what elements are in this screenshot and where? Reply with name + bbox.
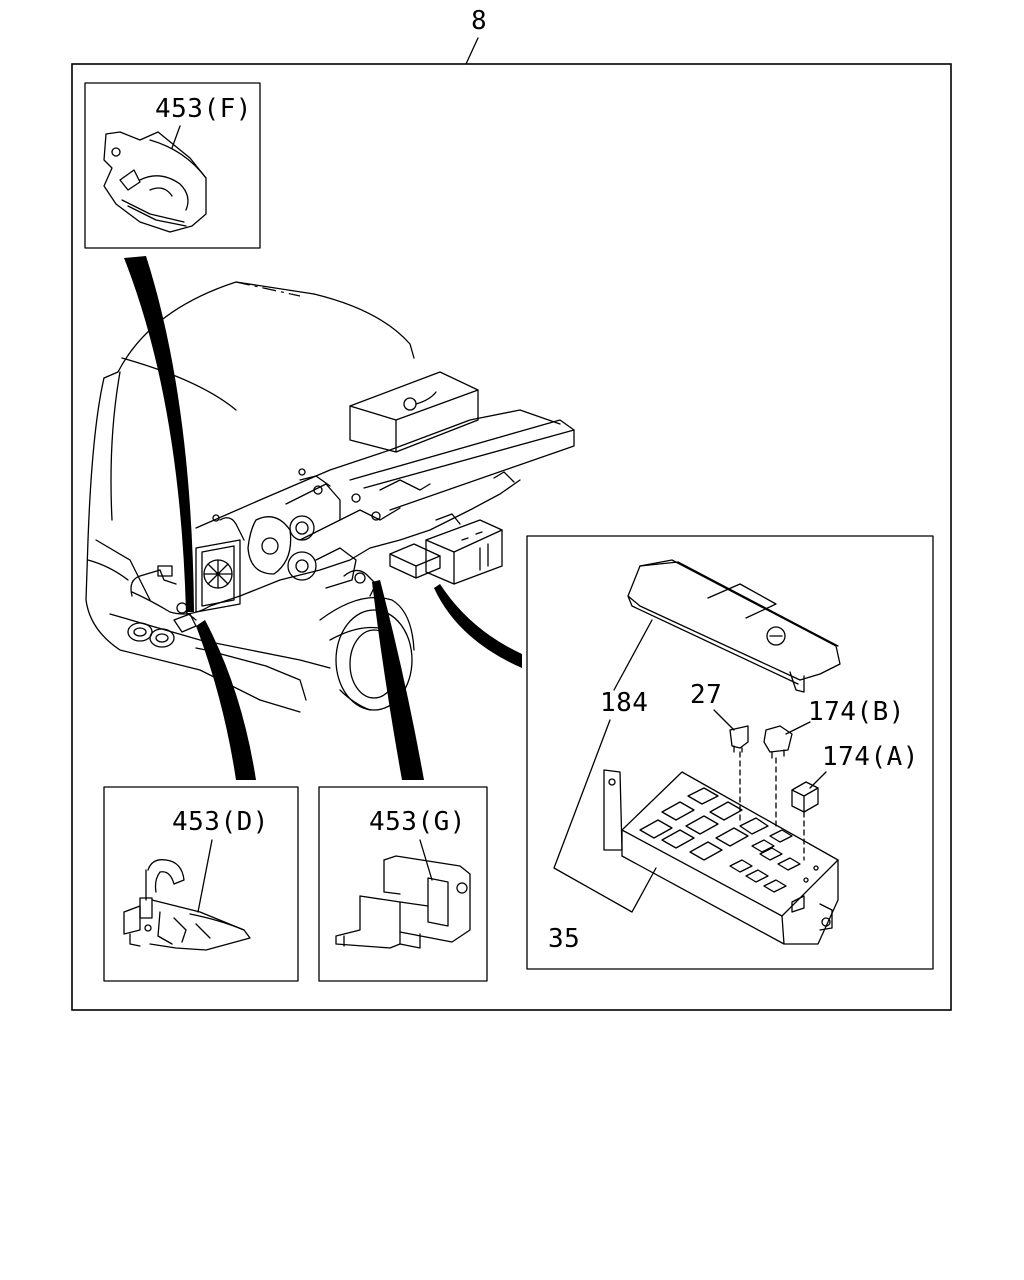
leader-band-f [124, 256, 194, 612]
detail-panel-f: 453(F) [84, 82, 261, 249]
detail-panel-fusebox: 184 27 174(B) 174(A) 35 [526, 535, 934, 970]
callout-35: 35 [548, 924, 580, 954]
callout-453d: 453(D) [172, 807, 269, 837]
vehicle-drawing [85, 281, 575, 713]
part-relay-174a-drawing [791, 781, 819, 861]
group-leader [465, 37, 479, 65]
part-bracket-g-drawing [335, 855, 471, 949]
leader-453g [419, 839, 433, 881]
leader-453d [197, 839, 213, 913]
leader-27 [713, 709, 735, 731]
part-cover-184-drawing [627, 559, 841, 693]
detail-box-fusebox [526, 535, 934, 970]
callout-174b: 174(B) [808, 697, 905, 727]
detail-panel-g: 453(G) [318, 786, 488, 982]
part-cover-f-drawing [103, 131, 207, 233]
leader-bands [124, 256, 522, 780]
callout-174a: 174(A) [822, 742, 919, 772]
callout-184: 184 [600, 688, 648, 718]
detail-panel-d: 453(D) [103, 786, 299, 982]
detail-box-f [84, 82, 261, 249]
group-number: 8 [471, 6, 487, 36]
part-fusebox-35-drawing [603, 769, 839, 945]
part-bracket-d-drawing [123, 859, 251, 951]
leader-174a [809, 771, 827, 789]
detail-box-d [103, 786, 299, 982]
callout-453g: 453(G) [369, 807, 466, 837]
part-relay-174b-drawing [763, 725, 793, 831]
leader-band-d [196, 620, 256, 780]
leader-184 [613, 619, 653, 691]
callout-27: 27 [690, 680, 722, 710]
main-frame [71, 63, 952, 1011]
leader-174b [785, 721, 811, 735]
leader-band-fusebox [434, 584, 522, 668]
callout-453f: 453(F) [155, 94, 252, 124]
leader-184-35 [553, 719, 657, 913]
